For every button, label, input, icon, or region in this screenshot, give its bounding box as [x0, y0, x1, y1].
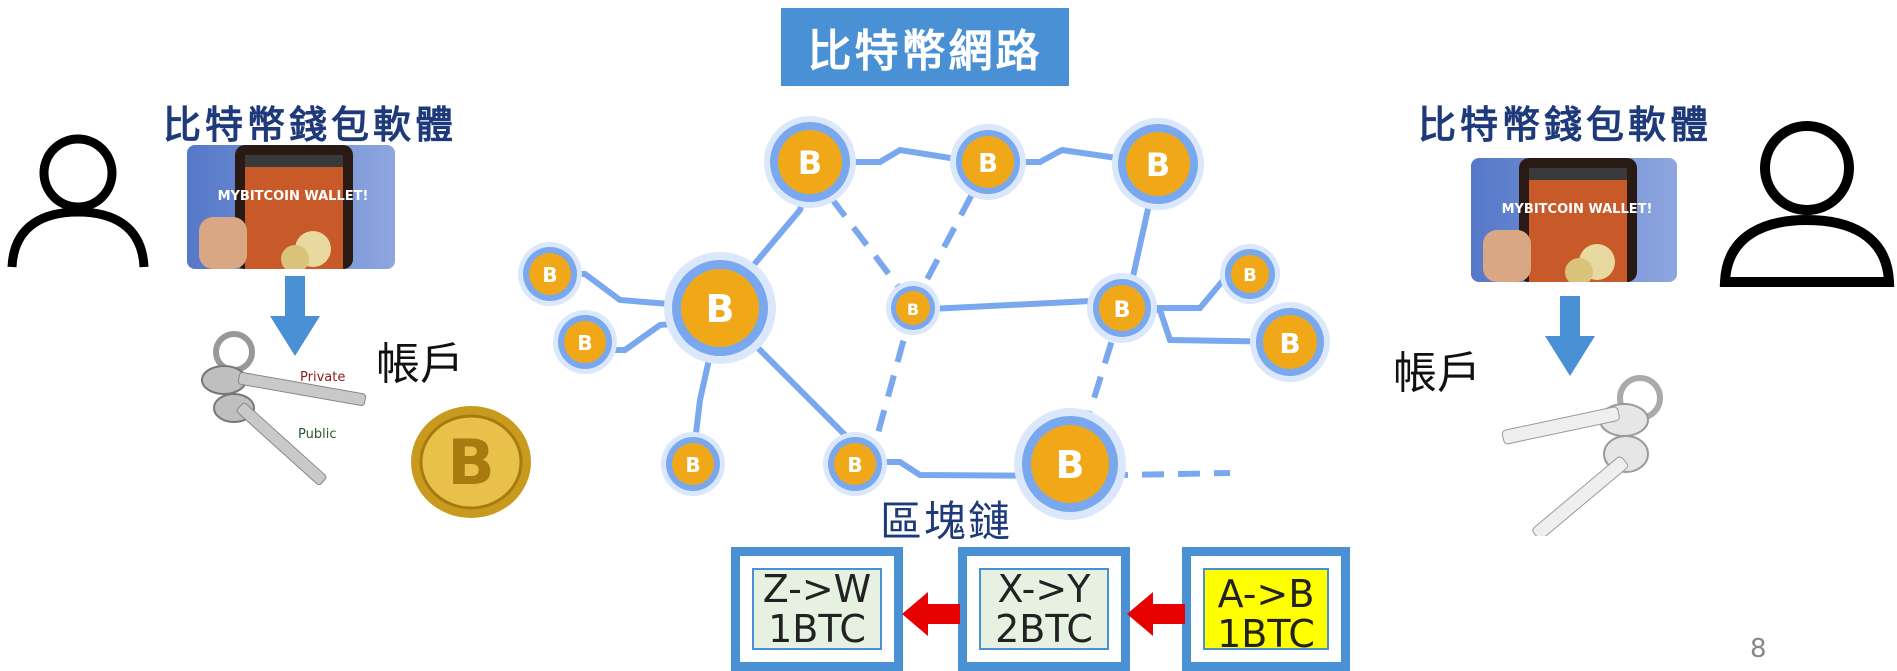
- wallet-screen-text: MYBITCOIN WALLET!: [1502, 202, 1653, 217]
- down-arrow-icon: [1545, 296, 1595, 376]
- wallet-software-label: 比特幣錢包軟體: [163, 103, 458, 147]
- svg-text:B: B: [542, 263, 557, 287]
- svg-text:B: B: [1146, 146, 1170, 184]
- page-number: 8: [1750, 634, 1767, 664]
- wallet-software-label: 比特幣錢包軟體: [1418, 103, 1713, 147]
- bitcoin-coin-icon: B: [411, 406, 531, 518]
- block-1: Z->W 1BTC: [731, 547, 903, 671]
- svg-text:B: B: [1056, 443, 1085, 487]
- key-pair-icon: [1501, 375, 1663, 536]
- svg-text:B: B: [1243, 265, 1257, 286]
- block-2: X->Y 2BTC: [958, 547, 1130, 671]
- bitcoin-network-diagram: B B B B B B B B: [518, 116, 1330, 520]
- private-key-label: Private: [300, 370, 345, 385]
- svg-text:B: B: [577, 331, 592, 355]
- network-node: B: [664, 252, 776, 364]
- network-node: B: [1112, 118, 1204, 210]
- wallet-app-image: MYBITCOIN WALLET!: [187, 145, 395, 269]
- block-transaction: A->B: [1217, 572, 1315, 616]
- user-icon: [7, 134, 149, 268]
- svg-text:B: B: [798, 144, 822, 182]
- blockchain-label: 區塊鏈: [880, 497, 1013, 546]
- svg-text:B: B: [685, 453, 700, 477]
- network-node: B: [1087, 273, 1157, 343]
- svg-text:B: B: [1114, 298, 1131, 323]
- svg-text:B: B: [706, 287, 735, 331]
- network-node: B: [764, 116, 856, 208]
- network-node: B: [553, 310, 617, 374]
- page-title: 比特幣網路: [781, 8, 1069, 86]
- network-node: B: [950, 124, 1026, 200]
- svg-text:B: B: [447, 426, 494, 499]
- network-node: B: [661, 432, 725, 496]
- public-key-label: Public: [298, 427, 336, 442]
- key-pair-icon: Private Public: [201, 331, 367, 486]
- left-arrow-icon: [902, 592, 960, 636]
- user-icon: [1719, 121, 1895, 287]
- network-node: B: [886, 281, 940, 335]
- svg-text:B: B: [978, 149, 998, 179]
- block-amount: 1BTC: [768, 607, 866, 651]
- network-node: B: [1220, 244, 1280, 304]
- account-label: 帳戶: [376, 339, 464, 390]
- wallet-screen-text: MYBITCOIN WALLET!: [218, 189, 369, 204]
- block-transaction: X->Y: [997, 567, 1091, 611]
- block-transaction: Z->W: [762, 567, 872, 611]
- block-3: A->B 1BTC: [1182, 547, 1350, 671]
- wallet-app-image: MYBITCOIN WALLET!: [1471, 158, 1677, 282]
- network-node: B: [1250, 302, 1330, 382]
- network-node: B: [518, 242, 582, 306]
- svg-text:B: B: [847, 453, 862, 477]
- network-node: B: [1014, 408, 1126, 520]
- network-node: B: [823, 432, 887, 496]
- down-arrow-icon: [270, 276, 320, 356]
- account-label: 帳戶: [1393, 348, 1481, 399]
- svg-text:B: B: [1279, 327, 1300, 360]
- block-amount: 1BTC: [1217, 612, 1315, 656]
- block-amount: 2BTC: [995, 607, 1093, 651]
- svg-text:B: B: [907, 300, 919, 319]
- left-arrow-icon: [1127, 592, 1185, 636]
